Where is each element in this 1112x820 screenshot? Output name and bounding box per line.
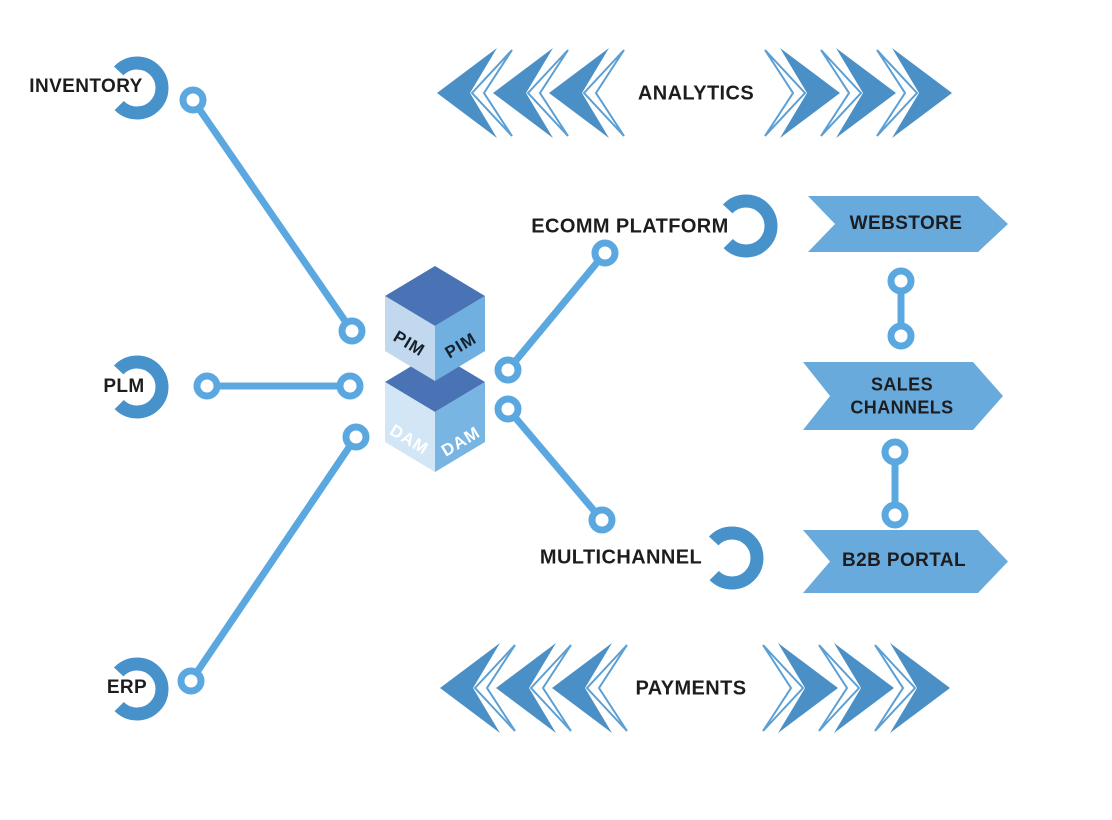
inventory-label: INVENTORY	[29, 76, 143, 97]
connector-hub-ecomm	[505, 250, 608, 373]
endpoint-ring-icon	[342, 423, 370, 451]
connector-inventory-hub	[190, 98, 355, 333]
sync-icon-inventory	[105, 56, 169, 120]
analytics-label: ANALYTICS	[637, 82, 755, 105]
endpoint-ring-icon	[588, 506, 616, 534]
endpoint-ring-icon	[338, 317, 366, 345]
payments-label: PAYMENTS	[635, 677, 747, 700]
sales-channels-label: SALES CHANNELS	[850, 374, 954, 418]
webstore-label: WEBSTORE	[849, 213, 963, 234]
multichannel-label: MULTICHANNEL	[539, 546, 703, 569]
endpoint-ring-icon	[494, 395, 522, 423]
sync-icons	[105, 56, 778, 721]
b2b-portal-label: B2B PORTAL	[842, 550, 966, 571]
chevron-flow-right-analytics-icon	[764, 48, 952, 138]
sales-channels-banner	[803, 362, 1003, 430]
endpoint-ring-icon	[179, 86, 207, 114]
chevron-flow-left-analytics-icon	[437, 48, 625, 138]
channel-banners	[803, 196, 1008, 593]
endpoint-ring-icon	[494, 356, 522, 384]
plm-label: PLM	[103, 376, 145, 397]
chevron-flow-left-payments-icon	[440, 643, 628, 733]
connector-hub-multichannel	[505, 406, 605, 523]
sync-icon-plm	[105, 355, 169, 419]
sync-icon-ecomm-platform	[714, 194, 778, 258]
endpoint-ring-icon	[336, 372, 364, 400]
b2b-portal-banner	[803, 530, 1008, 593]
endpoint-ring-icon	[591, 239, 619, 267]
endpoint-ring-icon	[193, 372, 221, 400]
connector-lines	[188, 98, 905, 683]
endpoint-ring-icon	[177, 667, 205, 695]
webstore-banner	[808, 196, 1008, 252]
endpoint-ring-icon	[887, 267, 915, 295]
ecomm-platform-label: ECOMM PLATFORM	[531, 215, 729, 238]
erp-label: ERP	[106, 677, 148, 698]
endpoint-ring-icon	[887, 322, 915, 350]
connector-erp-hub	[188, 435, 359, 683]
chevron-flow-right-payments-icon	[762, 643, 950, 733]
dam-cube-icon	[385, 352, 485, 472]
sync-icon-erp	[105, 657, 169, 721]
sync-icon-multichannel	[700, 526, 764, 590]
endpoint-ring-icon	[881, 438, 909, 466]
endpoint-ring-icon	[881, 501, 909, 529]
pim-cube-icon	[385, 266, 485, 381]
connector-endpoints	[177, 86, 915, 695]
